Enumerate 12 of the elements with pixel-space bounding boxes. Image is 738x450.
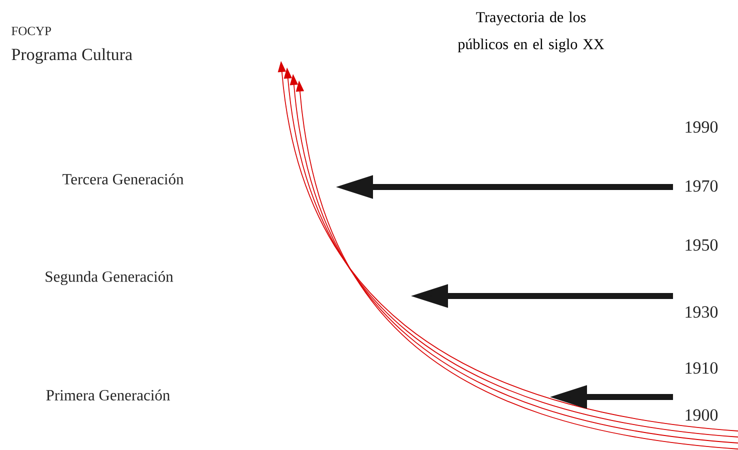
title: Trayectoria de los públicos en el siglo XX (458, 12, 604, 52)
generation-label: Segunda Generación (46, 270, 174, 286)
year-label: 1930 (686, 306, 718, 318)
year-label: 1990 (686, 121, 718, 133)
year-label: 1970 (686, 180, 718, 192)
year-label: 1910 (686, 362, 718, 374)
generation-label: Tercera Generación (62, 174, 184, 184)
year-label: 1900 (686, 409, 718, 421)
year-label: 1950 (686, 239, 718, 251)
generation-label: Primera Generación (46, 390, 170, 400)
org-name: FOCYP (12, 26, 51, 36)
program-name: Programa Cultura (12, 48, 132, 64)
